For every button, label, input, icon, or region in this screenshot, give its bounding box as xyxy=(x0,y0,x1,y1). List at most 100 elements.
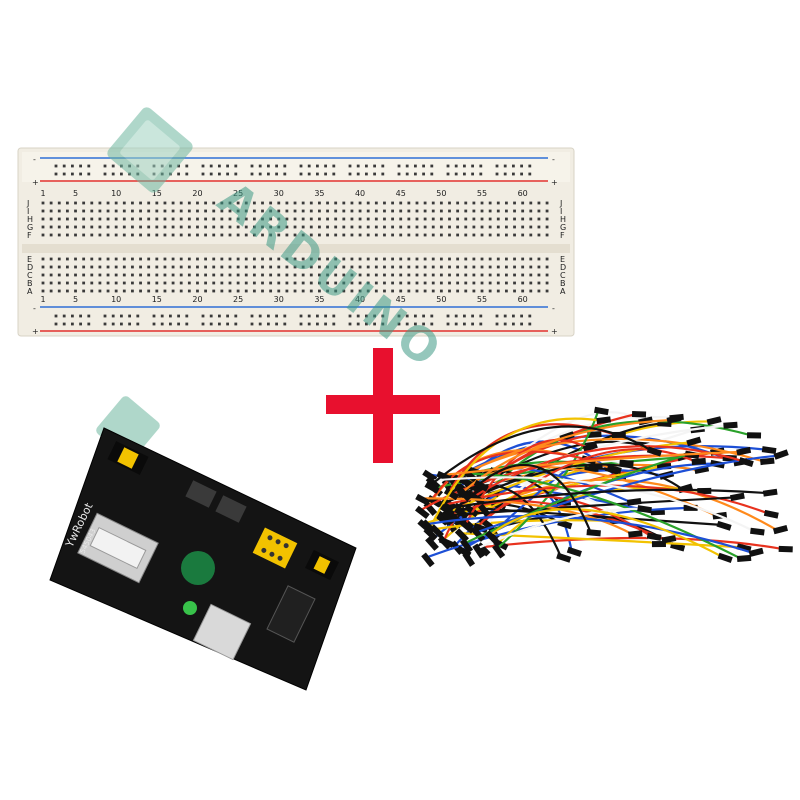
terminal-hole xyxy=(513,201,516,205)
terminal-hole xyxy=(513,209,516,213)
wire-connector xyxy=(717,552,733,563)
terminal-hole xyxy=(334,201,338,205)
rail-hole xyxy=(332,314,336,318)
terminal-hole xyxy=(131,257,134,261)
terminal-hole xyxy=(57,257,61,261)
column-number: 5 xyxy=(73,295,78,304)
terminal-hole xyxy=(448,257,451,261)
wire-connector xyxy=(596,416,611,425)
jumper-wire xyxy=(477,463,592,533)
rail-hole xyxy=(422,314,425,318)
terminal-hole xyxy=(545,209,549,213)
terminal-hole xyxy=(431,225,435,229)
terminal-hole xyxy=(269,201,273,205)
terminal-hole xyxy=(179,289,183,293)
terminal-hole xyxy=(220,273,224,277)
terminal-hole xyxy=(228,289,232,293)
terminal-hole xyxy=(220,201,224,205)
rail-hole xyxy=(316,164,319,168)
terminal-hole xyxy=(342,201,346,205)
terminal-hole xyxy=(163,209,167,213)
rail-hole xyxy=(356,314,360,318)
terminal-hole xyxy=(147,209,151,213)
rail-hole xyxy=(226,164,229,168)
rail-hole xyxy=(250,164,254,168)
rail-hole xyxy=(218,164,221,168)
column-number: 55 xyxy=(477,295,487,304)
terminal-hole xyxy=(301,217,305,221)
rail-hole xyxy=(512,164,515,168)
wire-connector xyxy=(750,527,765,536)
column-number: 15 xyxy=(152,189,162,198)
row-letter: E xyxy=(27,255,32,264)
terminal-hole xyxy=(277,217,281,221)
rail-hole xyxy=(348,172,352,176)
dc-barrel-jack xyxy=(266,585,316,643)
terminal-holes-top xyxy=(41,201,549,237)
wire-connector xyxy=(492,543,506,559)
bottom-rail-minus-mark-right: - xyxy=(552,304,555,313)
terminal-hole xyxy=(505,209,508,213)
terminal-hole xyxy=(480,273,484,277)
terminal-hole xyxy=(220,289,224,293)
terminal-hole xyxy=(472,209,476,213)
column-number: 45 xyxy=(396,189,406,198)
terminal-hole xyxy=(236,209,240,213)
terminal-hole xyxy=(309,257,313,261)
row-letter: J xyxy=(559,199,562,208)
rail-hole xyxy=(471,322,474,326)
wire-connector xyxy=(424,481,440,494)
terminal-hole xyxy=(391,209,394,213)
rail-hole xyxy=(62,322,66,326)
terminal-hole xyxy=(244,217,248,221)
rail-hole xyxy=(111,314,115,318)
terminal-hole xyxy=(431,289,435,293)
rail-hole xyxy=(503,164,507,168)
terminal-hole xyxy=(431,273,435,277)
rail-hole xyxy=(111,322,115,326)
rail-hole xyxy=(324,164,327,168)
rail-hole xyxy=(503,172,507,176)
terminal-hole xyxy=(65,265,69,269)
terminal-hole xyxy=(236,273,240,277)
terminal-hole xyxy=(431,281,435,285)
terminal-hole xyxy=(228,201,232,205)
terminal-hole xyxy=(147,233,151,237)
terminal-hole xyxy=(252,289,256,293)
terminal-hole xyxy=(74,217,77,221)
terminal-hole xyxy=(106,209,110,213)
rail-hole xyxy=(177,172,180,176)
terminal-hole xyxy=(301,265,305,269)
column-number: 20 xyxy=(192,189,202,198)
terminal-hole xyxy=(163,281,167,285)
wire-connector xyxy=(761,446,777,455)
terminal-hole xyxy=(293,225,297,229)
rail-hole xyxy=(381,322,385,326)
wire-connector xyxy=(762,488,778,497)
terminal-hole xyxy=(326,273,329,277)
terminal-hole xyxy=(106,201,110,205)
terminal-hole xyxy=(41,289,45,293)
rail-hole xyxy=(283,314,287,318)
terminal-hole xyxy=(334,281,338,285)
rail-hole xyxy=(373,172,376,176)
rail-hole xyxy=(520,164,523,168)
jumper-wire xyxy=(444,488,768,510)
terminal-hole xyxy=(82,265,86,269)
rail-hole xyxy=(528,172,532,176)
terminal-hole xyxy=(456,281,460,285)
jumper-wire xyxy=(481,536,783,551)
terminal-hole xyxy=(399,225,403,229)
row-letter: H xyxy=(27,215,33,224)
terminal-hole xyxy=(277,289,281,293)
terminal-hole xyxy=(212,233,216,237)
terminal-hole xyxy=(236,217,240,221)
terminal-hole xyxy=(358,201,362,205)
rail-hole xyxy=(307,314,311,318)
terminal-hole xyxy=(374,225,378,229)
terminal-hole xyxy=(415,273,419,277)
terminal-hole xyxy=(399,209,403,213)
terminal-hole xyxy=(537,201,541,205)
terminal-hole xyxy=(439,257,443,261)
